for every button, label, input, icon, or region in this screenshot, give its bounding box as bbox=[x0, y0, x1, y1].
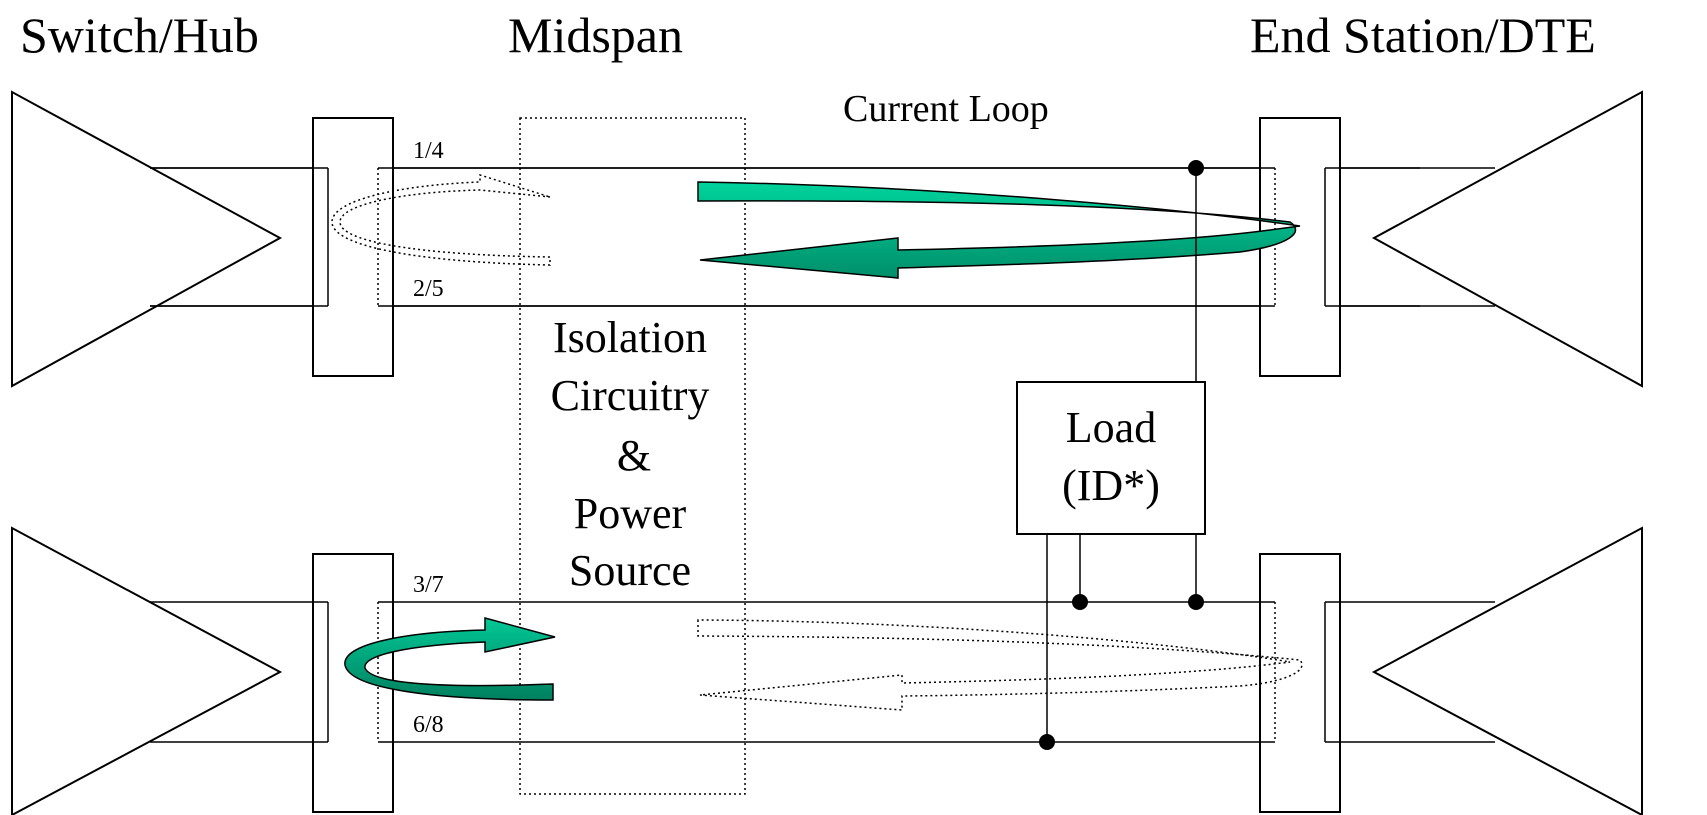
end-station-heading: End Station/DTE bbox=[1250, 7, 1596, 63]
switch-hub-heading: Switch/Hub bbox=[20, 7, 259, 63]
current-loop-arrow-top bbox=[697, 181, 1301, 279]
inactive-loop-top bbox=[331, 173, 551, 266]
load-connections bbox=[1039, 160, 1204, 750]
pair-1-4-label: 1/4 bbox=[413, 138, 444, 164]
pair-2-5-label: 2/5 bbox=[413, 276, 444, 302]
midspan-box-label: Isolation Circuitry & Power Source bbox=[551, 313, 710, 595]
pair-3-7-label: 3/7 bbox=[413, 572, 444, 598]
inactive-loop-bottom bbox=[697, 619, 1303, 711]
end-transformer-top bbox=[1259, 117, 1341, 377]
switch-phy-bottom-icon bbox=[11, 526, 283, 815]
junction-dot bbox=[1188, 594, 1204, 610]
load-box-id-label: (ID*) bbox=[1062, 461, 1160, 510]
junction-dot bbox=[1072, 594, 1088, 610]
pair-6-8-label: 6/8 bbox=[413, 712, 444, 738]
load-box bbox=[1016, 381, 1206, 535]
svg-text:Isolation: Isolation bbox=[553, 313, 707, 362]
load-box-label: Load bbox=[1066, 403, 1156, 452]
bottom-channel: 3/7 6/8 bbox=[11, 526, 1643, 815]
junction-dot bbox=[1039, 734, 1055, 750]
junction-dot bbox=[1188, 160, 1204, 176]
svg-text:Source: Source bbox=[569, 546, 691, 595]
midspan-heading: Midspan bbox=[508, 7, 683, 63]
switch-transformer-top bbox=[312, 117, 394, 377]
current-loop-arrow-bottom bbox=[344, 617, 556, 701]
switch-phy-top-icon bbox=[11, 90, 283, 388]
svg-text:Power: Power bbox=[574, 489, 687, 538]
dte-phy-top-icon bbox=[1371, 90, 1643, 388]
current-loop-label: Current Loop bbox=[843, 88, 1049, 130]
top-channel: 1/4 2/5 bbox=[11, 90, 1643, 388]
svg-text:Circuitry: Circuitry bbox=[551, 371, 710, 420]
dte-phy-bottom-icon bbox=[1371, 526, 1643, 815]
svg-text:&: & bbox=[617, 431, 651, 480]
end-transformer-bottom bbox=[1259, 553, 1341, 813]
